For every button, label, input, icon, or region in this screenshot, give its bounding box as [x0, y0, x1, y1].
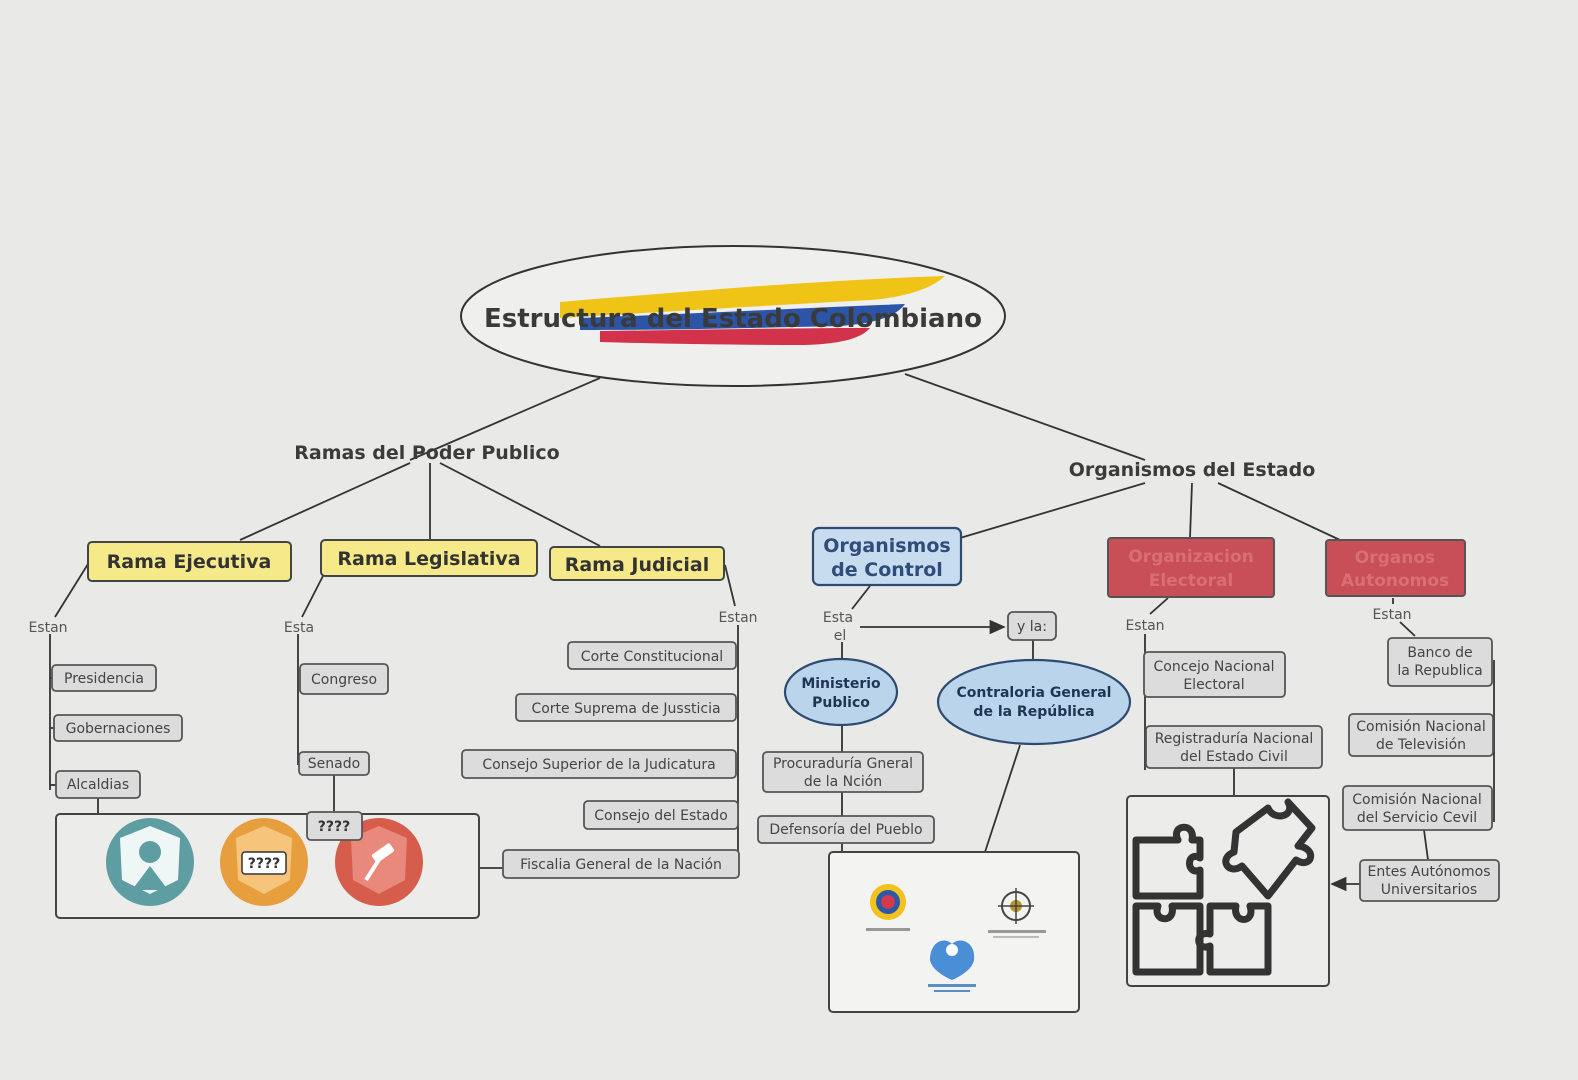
connector-label-esta-legislativa: Esta	[284, 620, 314, 636]
svg-text:Universitarios: Universitarios	[1381, 882, 1477, 898]
svg-text:Defensoría del Pueblo: Defensoría del Pueblo	[769, 822, 922, 838]
page-title: Estructura del Estado Colombiano	[484, 304, 982, 334]
svg-text:Gobernaciones: Gobernaciones	[66, 721, 171, 737]
svg-text:del Estado Civil: del Estado Civil	[1180, 749, 1288, 765]
svg-text:Congreso: Congreso	[311, 672, 377, 688]
heading-ramas: Ramas del Poder Publico	[294, 442, 559, 464]
svg-text:Organos: Organos	[1355, 548, 1435, 568]
contraloria-logo-icon	[988, 888, 1046, 938]
leaf-concejo-electoral: Concejo Nacional Electoral	[1143, 651, 1286, 698]
svg-text:Publico: Publico	[812, 695, 870, 711]
title-node: Estructura del Estado Colombiano	[460, 245, 1006, 387]
leaf-congreso: Congreso	[299, 663, 389, 695]
connector-label-estan-electoral: Estan	[1125, 618, 1164, 634]
connector-label-el: el	[834, 628, 847, 644]
svg-text:Ministerio: Ministerio	[801, 676, 881, 692]
svg-text:Contraloria General: Contraloria General	[957, 685, 1112, 701]
and-label-box: y la:	[1007, 611, 1057, 641]
svg-text:Organismos: Organismos	[823, 535, 950, 557]
svg-text:Alcaldias: Alcaldias	[67, 777, 129, 793]
rama-judicial-node: Rama Judicial	[549, 546, 725, 581]
chest-badge-icon: ????	[220, 818, 308, 906]
leaf-consejo-superior: Consejo Superior de la Judicatura	[461, 749, 737, 779]
puzzle-icon	[1132, 798, 1316, 976]
puzzle-image-panel	[1126, 795, 1330, 987]
svg-text:Procuraduría Gneral: Procuraduría Gneral	[773, 756, 913, 772]
svg-text:de Control: de Control	[831, 559, 943, 581]
rama-legislativa-label: Rama Legislativa	[337, 548, 520, 570]
svg-text:de Televisión: de Televisión	[1376, 737, 1466, 753]
svg-text:Consejo Superior de la Judicat: Consejo Superior de la Judicatura	[482, 757, 715, 773]
rama-ejecutiva-label: Rama Ejecutiva	[107, 551, 272, 573]
leaf-corte-suprema: Corte Suprema de Jussticia	[515, 693, 737, 722]
svg-text:de la Nción: de la Nción	[804, 774, 882, 790]
svg-text:Entes Autónomos: Entes Autónomos	[1367, 864, 1490, 880]
ministerio-publico-node: Ministerio Publico	[783, 657, 899, 727]
svg-text:Comisión Nacional: Comisión Nacional	[1352, 792, 1482, 808]
connector-label-esta: Esta	[823, 610, 853, 626]
rama-ejecutiva-node: Rama Ejecutiva	[87, 541, 292, 582]
leaf-banco-republica: Banco de la Republica	[1387, 637, 1493, 687]
leaf-comision-servicio-civil: Comisión Nacional del Servicio Cevil	[1342, 785, 1493, 831]
procuraduria-logo-icon	[866, 884, 910, 931]
leaf-comision-television: Comisión Nacional de Televisión	[1348, 713, 1494, 757]
leaf-defensoria: Defensoría del Pueblo	[757, 815, 935, 844]
svg-text:Comisión Nacional: Comisión Nacional	[1356, 719, 1486, 735]
leaf-fiscalia: Fiscalia General de la Nación	[502, 849, 740, 879]
svg-text:Consejo del Estado: Consejo del Estado	[594, 808, 728, 824]
leaf-entes-autonomos: Entes Autónomos Universitarios	[1359, 859, 1500, 902]
leaf-senado: Senado	[298, 751, 370, 776]
connector-label-estan-judicial: Estan	[718, 610, 757, 626]
rama-legislativa-node: Rama Legislativa	[320, 539, 538, 577]
control-logos-panel	[828, 851, 1080, 1013]
svg-text:Corte Suprema de Jussticia: Corte Suprema de Jussticia	[531, 701, 720, 717]
svg-text:Organizacion: Organizacion	[1128, 547, 1253, 567]
svg-text:Autonomos: Autonomos	[1341, 571, 1449, 591]
heading-organismos: Organismos del Estado	[1069, 459, 1316, 481]
question-box: ????	[306, 811, 363, 841]
svg-text:????: ????	[318, 819, 350, 835]
leaf-corte-constitucional: Corte Constitucional	[567, 641, 737, 670]
svg-text:y la:: y la:	[1017, 619, 1047, 635]
leaf-alcaldias: Alcaldias	[55, 770, 141, 799]
badge-question-text: ????	[248, 856, 280, 872]
branches-image-panel: ???? ????	[55, 811, 480, 919]
colombia-flag-stroke-icon	[560, 276, 945, 345]
connector-label-estan-autonomos: Estan	[1372, 607, 1411, 623]
control-node: Organismos de Control	[811, 526, 963, 587]
svg-text:Corte Constitucional: Corte Constitucional	[581, 649, 723, 665]
contraloria-node: Contraloria General de la República	[936, 658, 1132, 746]
rama-judicial-label: Rama Judicial	[565, 554, 710, 576]
chef-badge-icon	[106, 818, 194, 906]
leaf-gobernaciones: Gobernaciones	[53, 714, 183, 742]
leaf-procuraduria: Procuraduría Gneral de la Nción	[762, 751, 924, 793]
connector-label-estan-ejecutiva: Estan	[28, 620, 67, 636]
svg-text:Concejo Nacional: Concejo Nacional	[1154, 659, 1275, 675]
leaf-registraduria: Registraduría Nacional del Estado Civil	[1145, 725, 1323, 769]
leaf-consejo-estado: Consejo del Estado	[583, 800, 739, 830]
svg-text:Presidencia: Presidencia	[64, 671, 144, 687]
svg-text:Banco de: Banco de	[1407, 645, 1472, 661]
leaf-presidencia: Presidencia	[51, 664, 157, 692]
svg-text:Senado: Senado	[308, 756, 360, 772]
svg-text:la Republica: la Republica	[1397, 663, 1482, 679]
svg-text:Registraduría Nacional: Registraduría Nacional	[1155, 731, 1314, 747]
svg-text:del Servicio Cevil: del Servicio Cevil	[1357, 810, 1477, 826]
electoral-node: Organizacion Electoral	[1107, 537, 1275, 598]
defensoria-logo-icon	[928, 940, 976, 992]
svg-text:Electoral: Electoral	[1149, 571, 1234, 591]
svg-text:Fiscalia General de la Nación: Fiscalia General de la Nación	[520, 857, 722, 873]
svg-text:Electoral: Electoral	[1183, 677, 1244, 693]
svg-text:de la República: de la República	[973, 704, 1094, 720]
autonomos-node: Organos Autonomos	[1325, 539, 1466, 597]
connector-lines	[49, 373, 1495, 892]
